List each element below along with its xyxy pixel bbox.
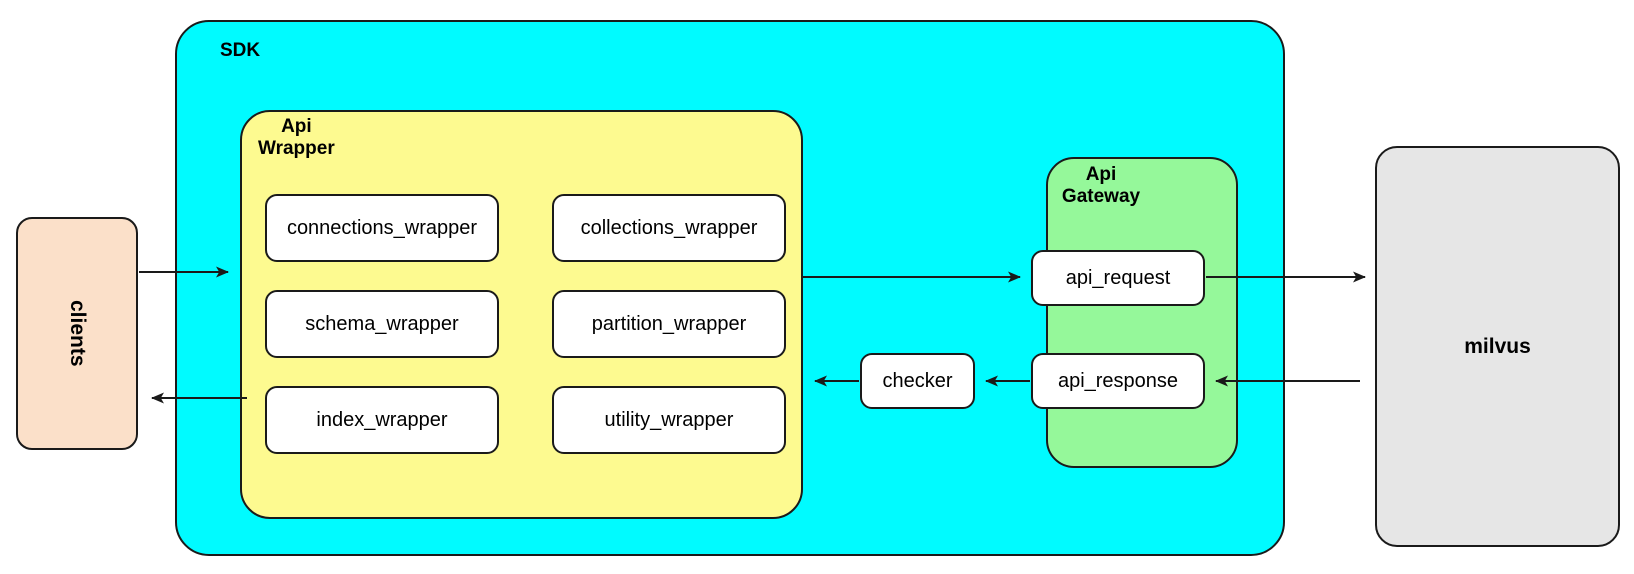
node-milvus[interactable]: milvus <box>1375 146 1620 547</box>
node-label: connections_wrapper <box>286 216 478 239</box>
node-index-wrapper[interactable]: index_wrapper <box>265 386 499 454</box>
node-label: api_response <box>1057 369 1179 392</box>
group-api-gateway[interactable] <box>1046 157 1238 468</box>
node-label: checker <box>882 369 953 392</box>
node-label: milvus <box>1464 334 1531 358</box>
node-label: collections_wrapper <box>580 216 758 239</box>
node-label: utility_wrapper <box>604 408 734 431</box>
node-label: api_request <box>1065 266 1171 289</box>
node-label: partition_wrapper <box>591 312 747 335</box>
node-api-request[interactable]: api_request <box>1031 250 1205 306</box>
node-clients[interactable]: clients <box>16 217 138 450</box>
node-label: schema_wrapper <box>305 312 459 335</box>
node-connections-wrapper[interactable]: connections_wrapper <box>265 194 499 262</box>
node-schema-wrapper[interactable]: schema_wrapper <box>265 290 499 358</box>
node-label: index_wrapper <box>316 408 448 431</box>
node-utility-wrapper[interactable]: utility_wrapper <box>552 386 786 454</box>
node-api-response[interactable]: api_response <box>1031 353 1205 409</box>
node-checker[interactable]: checker <box>860 353 975 409</box>
node-collections-wrapper[interactable]: collections_wrapper <box>552 194 786 262</box>
node-label: clients <box>66 300 89 367</box>
node-partition-wrapper[interactable]: partition_wrapper <box>552 290 786 358</box>
